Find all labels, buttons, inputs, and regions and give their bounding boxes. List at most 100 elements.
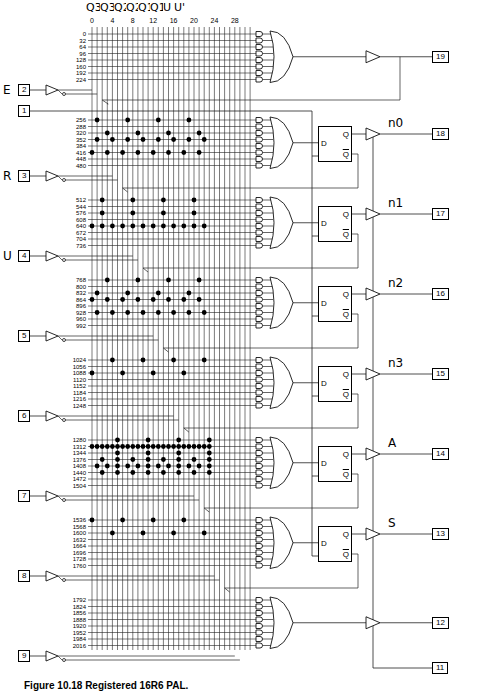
product-term-line bbox=[88, 60, 256, 61]
fuse-dot bbox=[171, 444, 176, 449]
product-term-line bbox=[88, 526, 256, 527]
and-gate bbox=[256, 364, 263, 369]
state-signal-name: A bbox=[388, 437, 396, 449]
product-term-line bbox=[88, 200, 256, 201]
and-gate bbox=[256, 163, 263, 168]
d-flip-flop: DQQ bbox=[318, 446, 352, 482]
and-to-or-wire bbox=[262, 552, 273, 553]
fuse-dot bbox=[202, 358, 207, 363]
fuse-dot bbox=[181, 371, 186, 376]
product-term-line bbox=[88, 280, 256, 281]
flip-flop-terminal: D bbox=[321, 299, 327, 308]
row-number: 2016 bbox=[73, 643, 86, 649]
fuse-dot bbox=[197, 444, 202, 449]
and-to-or-wire bbox=[262, 139, 273, 140]
fuse-dot bbox=[115, 444, 120, 449]
d-input-wire bbox=[292, 222, 318, 223]
product-term-line bbox=[88, 286, 256, 287]
fuse-dot bbox=[120, 297, 125, 302]
fuse-dot bbox=[125, 464, 130, 469]
fuse-dot bbox=[136, 464, 141, 469]
flip-flop-terminal: Q bbox=[343, 370, 349, 379]
fuse-dot bbox=[136, 150, 141, 155]
fuse-dot bbox=[187, 137, 192, 142]
feedback-wire bbox=[358, 474, 359, 508]
and-gate bbox=[256, 131, 263, 136]
product-term-line bbox=[88, 379, 256, 380]
product-term-line bbox=[88, 133, 256, 134]
signal-name: U' bbox=[174, 2, 185, 13]
fuse-dot bbox=[100, 457, 105, 462]
fuse-dot bbox=[176, 451, 181, 456]
row-number: 928 bbox=[76, 310, 86, 316]
pin-box: 6 bbox=[18, 410, 30, 422]
and-gate bbox=[256, 544, 263, 549]
fuse-dot bbox=[197, 464, 202, 469]
product-term-line bbox=[88, 606, 256, 607]
input-buffer bbox=[46, 411, 58, 421]
fuse-dot bbox=[105, 297, 110, 302]
fuse-dot bbox=[100, 211, 105, 216]
inverter-bubble bbox=[63, 659, 66, 662]
row-number: 1856 bbox=[73, 610, 86, 616]
fuse-dot bbox=[181, 297, 186, 302]
and-gate bbox=[256, 45, 263, 50]
fuse-dot bbox=[90, 444, 95, 449]
fuse-dot bbox=[110, 137, 115, 142]
product-term-line bbox=[88, 53, 256, 54]
and-gate bbox=[256, 38, 263, 43]
feedback-wire bbox=[123, 188, 358, 189]
state-signal-name: n0 bbox=[388, 117, 403, 129]
fuse-dot bbox=[136, 131, 141, 136]
true-input-wire bbox=[58, 496, 194, 497]
fuse-dot bbox=[207, 451, 212, 456]
and-to-or-wire bbox=[262, 306, 273, 307]
and-gate bbox=[256, 237, 263, 242]
and-gate bbox=[256, 51, 263, 56]
row-number: 160 bbox=[76, 64, 86, 70]
d-flip-flop: DQQ bbox=[318, 206, 352, 242]
state-signal-name: S bbox=[388, 517, 396, 529]
row-number: 896 bbox=[76, 303, 86, 309]
product-term-line bbox=[88, 299, 256, 300]
product-term-line bbox=[88, 293, 256, 294]
row-number: 1376 bbox=[73, 457, 86, 463]
feedback-wire bbox=[102, 100, 108, 104]
feedback-wire bbox=[352, 394, 358, 395]
product-term-line bbox=[88, 565, 256, 566]
pin-box: 12 bbox=[432, 617, 449, 629]
fuse-dot bbox=[95, 464, 100, 469]
and-gate bbox=[256, 637, 263, 642]
row-number: 224 bbox=[76, 77, 86, 83]
product-term-line bbox=[88, 546, 256, 547]
fuse-dot bbox=[151, 371, 156, 376]
feedback-wire bbox=[358, 154, 359, 188]
row-number: 1184 bbox=[73, 390, 86, 396]
flip-flop-terminal: Q bbox=[343, 230, 349, 239]
pin-box: 18 bbox=[432, 128, 449, 140]
fuse-dot bbox=[105, 150, 110, 155]
and-gate bbox=[256, 444, 263, 449]
and-gate bbox=[256, 217, 263, 222]
column-number: 20 bbox=[190, 17, 198, 24]
fuse-dot bbox=[136, 278, 141, 283]
and-to-or-wire bbox=[262, 472, 273, 473]
flip-flop-terminal: Q bbox=[343, 210, 349, 219]
fuse-dot bbox=[176, 444, 181, 449]
pin-number: 7 bbox=[22, 491, 26, 500]
row-number: 992 bbox=[76, 323, 86, 329]
and-to-or-wire bbox=[262, 446, 273, 447]
pin-box: 17 bbox=[432, 208, 449, 220]
and-gate bbox=[256, 438, 263, 443]
or-output-wire bbox=[292, 56, 366, 57]
q-output-wire bbox=[352, 534, 366, 535]
and-to-or-wire bbox=[262, 133, 273, 134]
row-number: 512 bbox=[76, 197, 86, 203]
fuse-dot bbox=[151, 150, 156, 155]
row-number: 1088 bbox=[73, 370, 86, 376]
product-term-line bbox=[88, 306, 256, 307]
and-to-or-wire bbox=[262, 626, 273, 627]
and-gate bbox=[256, 118, 263, 123]
row-number: 448 bbox=[76, 156, 86, 162]
fuse-dot bbox=[192, 224, 197, 229]
